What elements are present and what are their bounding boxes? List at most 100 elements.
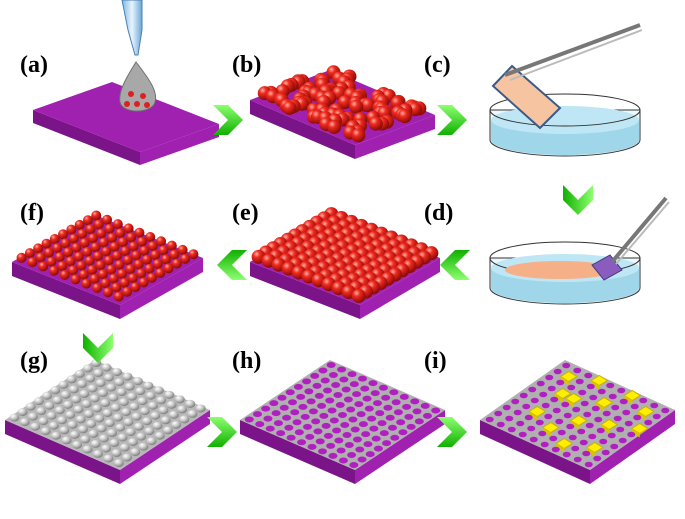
film-bump [110, 403, 121, 412]
film-bump [97, 389, 108, 397]
etched-sphere [120, 246, 131, 257]
etched-sphere [43, 247, 54, 258]
hole [396, 419, 406, 426]
hole [582, 450, 591, 457]
etched-sphere [136, 268, 147, 279]
panel-label-e: (e) [232, 200, 259, 226]
hole [578, 389, 587, 396]
gold-pattern-side [556, 443, 565, 453]
hole [594, 416, 603, 423]
hole [304, 388, 314, 395]
etched-sphere [85, 224, 96, 235]
etched-sphere [152, 259, 163, 269]
hole [341, 386, 351, 393]
substrate-side-front [480, 420, 590, 484]
hole [297, 439, 307, 446]
hole [363, 441, 373, 448]
hole [361, 431, 371, 438]
petri-dish-d [489, 196, 670, 305]
hole [553, 368, 562, 375]
etched-sphere [89, 273, 100, 284]
etched-sphere [48, 265, 59, 276]
hole [431, 407, 441, 414]
film-bump [131, 412, 142, 421]
film-bump [92, 404, 103, 413]
etched-sphere [87, 264, 98, 275]
hole [349, 462, 359, 468]
hole [292, 419, 302, 426]
gold-pattern-side [624, 395, 633, 405]
arrow-left-icon [440, 250, 470, 280]
film-bump [74, 369, 85, 378]
film-bump [90, 439, 101, 448]
film-bump [146, 437, 157, 446]
etched-sphere [177, 244, 188, 255]
substrate-side-right [360, 258, 440, 319]
film-bump [80, 435, 91, 444]
hole [585, 422, 594, 429]
hole [402, 403, 412, 410]
substrate-side-front [5, 420, 120, 484]
etched-sphere [100, 278, 111, 289]
film-bump [160, 416, 171, 425]
film-bump [66, 375, 77, 384]
film-bump [50, 386, 61, 395]
etched-sphere [145, 232, 156, 242]
hole [583, 411, 592, 418]
film-bump [156, 396, 167, 405]
arrow-down-icon [563, 185, 593, 215]
tweezers-icon [504, 23, 641, 77]
panel-label-a: (a) [20, 52, 48, 78]
hole [265, 425, 275, 432]
etched-sphere [66, 224, 77, 235]
film-bump [119, 443, 130, 452]
hole [371, 435, 381, 442]
hole [535, 419, 544, 426]
etched-sphere [41, 238, 52, 249]
film-bump [154, 431, 165, 440]
hole [354, 401, 364, 408]
hole [562, 451, 571, 458]
film-bump [133, 422, 144, 431]
film-bump [40, 427, 51, 436]
polystyrene-sphere [397, 109, 412, 124]
substrate-side-front [250, 100, 355, 159]
hole [485, 416, 494, 423]
hole [513, 409, 522, 416]
etched-sphere [91, 210, 102, 221]
hole [315, 438, 325, 445]
hole [555, 418, 564, 425]
film-bump [73, 405, 84, 414]
hole [328, 372, 338, 378]
film-bump [152, 421, 163, 430]
hole [618, 437, 627, 444]
hole [602, 410, 611, 417]
hole [524, 414, 533, 421]
film-bump [54, 406, 65, 415]
polystyrene-sphere [351, 288, 366, 303]
panel-label-b: (b) [232, 52, 261, 78]
etched-sphere [102, 287, 113, 298]
hole [552, 407, 561, 414]
etched-sphere [92, 251, 103, 262]
panel-label-d: (d) [424, 200, 453, 226]
film-bump [85, 374, 96, 383]
film-bump [42, 391, 53, 400]
etched-sphere [46, 256, 57, 267]
hole [261, 405, 271, 412]
hole [423, 412, 432, 419]
hole [331, 382, 341, 388]
hole [496, 421, 505, 428]
etched-sphere [82, 215, 93, 226]
substrate-e [250, 207, 440, 319]
film-bump [195, 404, 206, 413]
tweezers-icon [509, 29, 643, 81]
film-bump [52, 396, 63, 405]
film-bump [101, 444, 112, 453]
hole [381, 394, 391, 401]
hole [340, 422, 350, 428]
film-bump [116, 388, 127, 397]
film-bump [93, 369, 104, 377]
hole [326, 442, 336, 449]
etched-sphere [76, 260, 87, 271]
